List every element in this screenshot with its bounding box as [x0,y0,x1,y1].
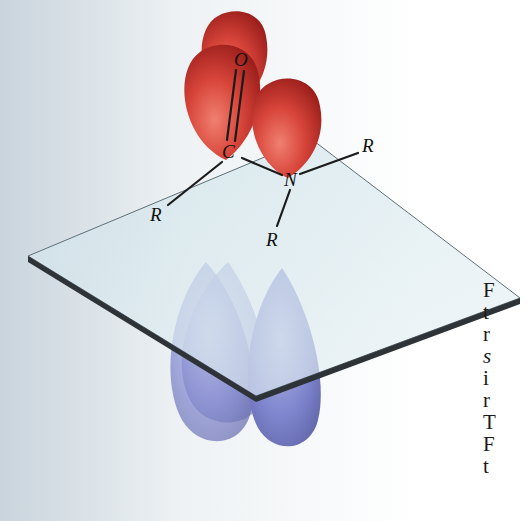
caption-fragment: F [483,434,495,455]
caption-fragment: r [483,324,490,345]
oxygen-label: O [234,50,248,69]
r-group-label: R [150,205,162,224]
nitrogen-label: N [284,170,297,189]
caption-fragment: F [483,280,495,301]
plane-edge [28,256,520,402]
caption-fragment: T [483,412,496,433]
r-group-label: R [266,230,278,249]
r-group-label: R [362,136,374,155]
carbon-label: C [222,142,235,161]
caption-fragment: t [483,456,489,477]
caption-fragment: s [483,346,491,367]
caption-fragment: r [483,390,490,411]
upper-p-lobes [184,11,321,178]
bonds [168,70,358,226]
caption-fragment: i [483,368,489,389]
caption-fragment: t [483,302,489,323]
molecular-plane [28,138,520,396]
